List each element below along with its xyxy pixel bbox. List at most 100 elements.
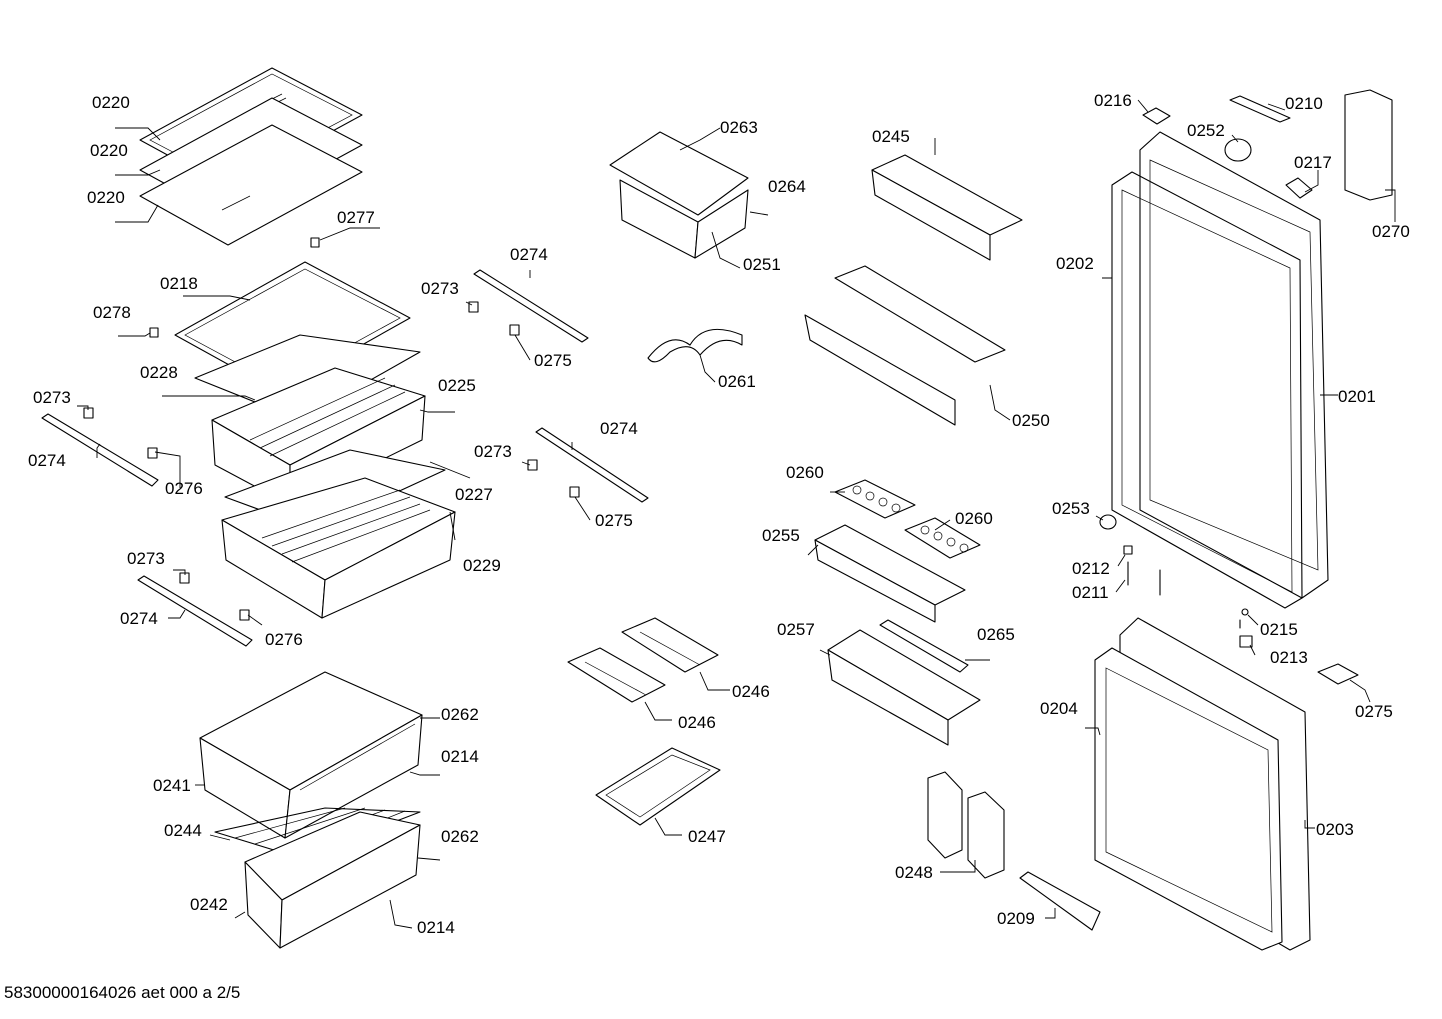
label-0209: 0209	[997, 909, 1035, 928]
label-0261: 0261	[718, 372, 756, 391]
egg-tray-part-0260-left	[834, 479, 916, 519]
label-0210: 0210	[1285, 94, 1323, 113]
label-0220-b: 0220	[90, 141, 128, 160]
label-0213: 0213	[1270, 648, 1308, 667]
label-0246-a: 0246	[732, 682, 770, 701]
washer-part-0215	[1239, 608, 1249, 629]
flap-part-0209	[1019, 871, 1101, 931]
label-0270: 0270	[1372, 222, 1410, 241]
clip-part-0273-center-upper	[468, 301, 479, 313]
label-0241: 0241	[153, 776, 191, 795]
label-0263: 0263	[720, 118, 758, 137]
label-0278: 0278	[93, 303, 131, 322]
label-0201: 0201	[1338, 387, 1376, 406]
label-0247: 0247	[688, 827, 726, 846]
clip-part-0275-center-lower	[569, 486, 580, 498]
door-shelf-part-0257	[827, 629, 981, 746]
hinge-part-0270	[1344, 89, 1393, 201]
label-0211: 0211	[1072, 583, 1109, 602]
label-0246-b: 0246	[678, 713, 716, 732]
label-0260-a: 0260	[786, 463, 824, 482]
label-0253: 0253	[1052, 499, 1090, 518]
clip-part-0275-center-upper	[509, 324, 520, 336]
label-0275-b: 0275	[595, 511, 633, 530]
door-gasket-part-0202	[1111, 171, 1303, 609]
cover-part-0210	[1229, 95, 1291, 123]
label-0245: 0245	[872, 127, 910, 146]
fridge-door-part-0201	[1139, 131, 1329, 599]
label-0250: 0250	[1012, 411, 1050, 430]
label-0229: 0229	[463, 556, 501, 575]
ice-tray-part-0246-upper	[621, 617, 719, 673]
label-0242: 0242	[190, 895, 228, 914]
label-0273-c: 0273	[421, 279, 459, 298]
pin-part-0211	[1127, 561, 1161, 596]
label-0274-c: 0274	[510, 245, 548, 264]
cold-pack-part-0248-right	[967, 791, 1005, 879]
clip-part-0273-left-lower	[179, 572, 190, 584]
label-0265: 0265	[977, 625, 1015, 644]
label-0274-a: 0274	[28, 451, 66, 470]
cold-pack-part-0248-left	[927, 771, 963, 859]
label-0228: 0228	[140, 363, 178, 382]
label-0273-d: 0273	[474, 442, 512, 461]
door-shelf-part-0255	[814, 524, 966, 623]
label-0203: 0203	[1316, 820, 1354, 839]
glass-shelf-part-0220-bottom	[139, 124, 363, 246]
clip-part-0273-left-upper	[83, 407, 94, 419]
part-labels: 0220 0220 0220 0277 0218 0278 0228 0225 …	[28, 91, 1410, 937]
label-0218: 0218	[160, 274, 198, 293]
label-0252: 0252	[1187, 121, 1225, 140]
clip-part-0276-left-lower	[239, 609, 250, 621]
tray-part-0247	[595, 747, 721, 826]
label-0220-a: 0220	[92, 93, 130, 112]
door-shelf-part-0245	[871, 154, 1023, 261]
label-0276-b: 0276	[265, 630, 303, 649]
label-0264: 0264	[768, 177, 806, 196]
basket-part-0263-0264	[609, 131, 749, 259]
label-0225: 0225	[438, 376, 476, 395]
label-0216: 0216	[1094, 91, 1132, 110]
label-0274-d: 0274	[600, 419, 638, 438]
clip-part-0273-center-lower	[527, 459, 538, 471]
label-0275-a: 0275	[534, 351, 572, 370]
label-0255: 0255	[762, 526, 800, 545]
clip-part-0278	[149, 327, 159, 338]
door-gasket-part-0204	[1094, 647, 1283, 951]
label-0260-b: 0260	[955, 509, 993, 528]
label-0257: 0257	[777, 620, 815, 639]
label-0262-b: 0262	[441, 827, 479, 846]
label-0262-a: 0262	[441, 705, 479, 724]
label-0215: 0215	[1260, 620, 1298, 639]
bush-part-0212	[1123, 545, 1133, 555]
label-0273-b: 0273	[127, 549, 165, 568]
label-0202: 0202	[1056, 254, 1094, 273]
crisper-box-part-0241	[199, 671, 423, 839]
clip-part-0277	[310, 237, 320, 248]
label-0214-a: 0214	[441, 747, 479, 766]
rail-part-0274-left-lower	[137, 575, 253, 647]
label-0214-b: 0214	[417, 918, 455, 937]
label-0273-a: 0273	[33, 388, 71, 407]
leader-lines	[77, 99, 1396, 929]
label-0244: 0244	[164, 821, 202, 840]
egg-insert-part-0261	[647, 328, 743, 363]
label-0251: 0251	[743, 255, 781, 274]
rail-part-0274-center-upper	[473, 269, 589, 343]
cover-part-0275-right	[1317, 663, 1359, 685]
seal-part-0252	[1224, 138, 1252, 162]
drawer-part-0229	[221, 477, 456, 619]
rail-part-0274-center-lower	[535, 427, 649, 503]
drawing-reference-footer: 58300000164026 aet 000 a 2/5	[4, 983, 240, 1002]
door-shelf-part-0250	[804, 265, 1006, 426]
label-0227: 0227	[455, 485, 493, 504]
egg-tray-part-0260-right	[904, 517, 981, 559]
label-0274-b: 0274	[120, 609, 158, 628]
label-0275-c: 0275	[1355, 702, 1393, 721]
crisper-box-part-0242	[244, 811, 421, 949]
handle-part-0253	[1099, 514, 1117, 530]
clip-part-0276-left-upper	[147, 447, 158, 459]
label-0212: 0212	[1072, 559, 1110, 578]
label-0217: 0217	[1294, 153, 1332, 172]
label-0276-a: 0276	[165, 479, 203, 498]
